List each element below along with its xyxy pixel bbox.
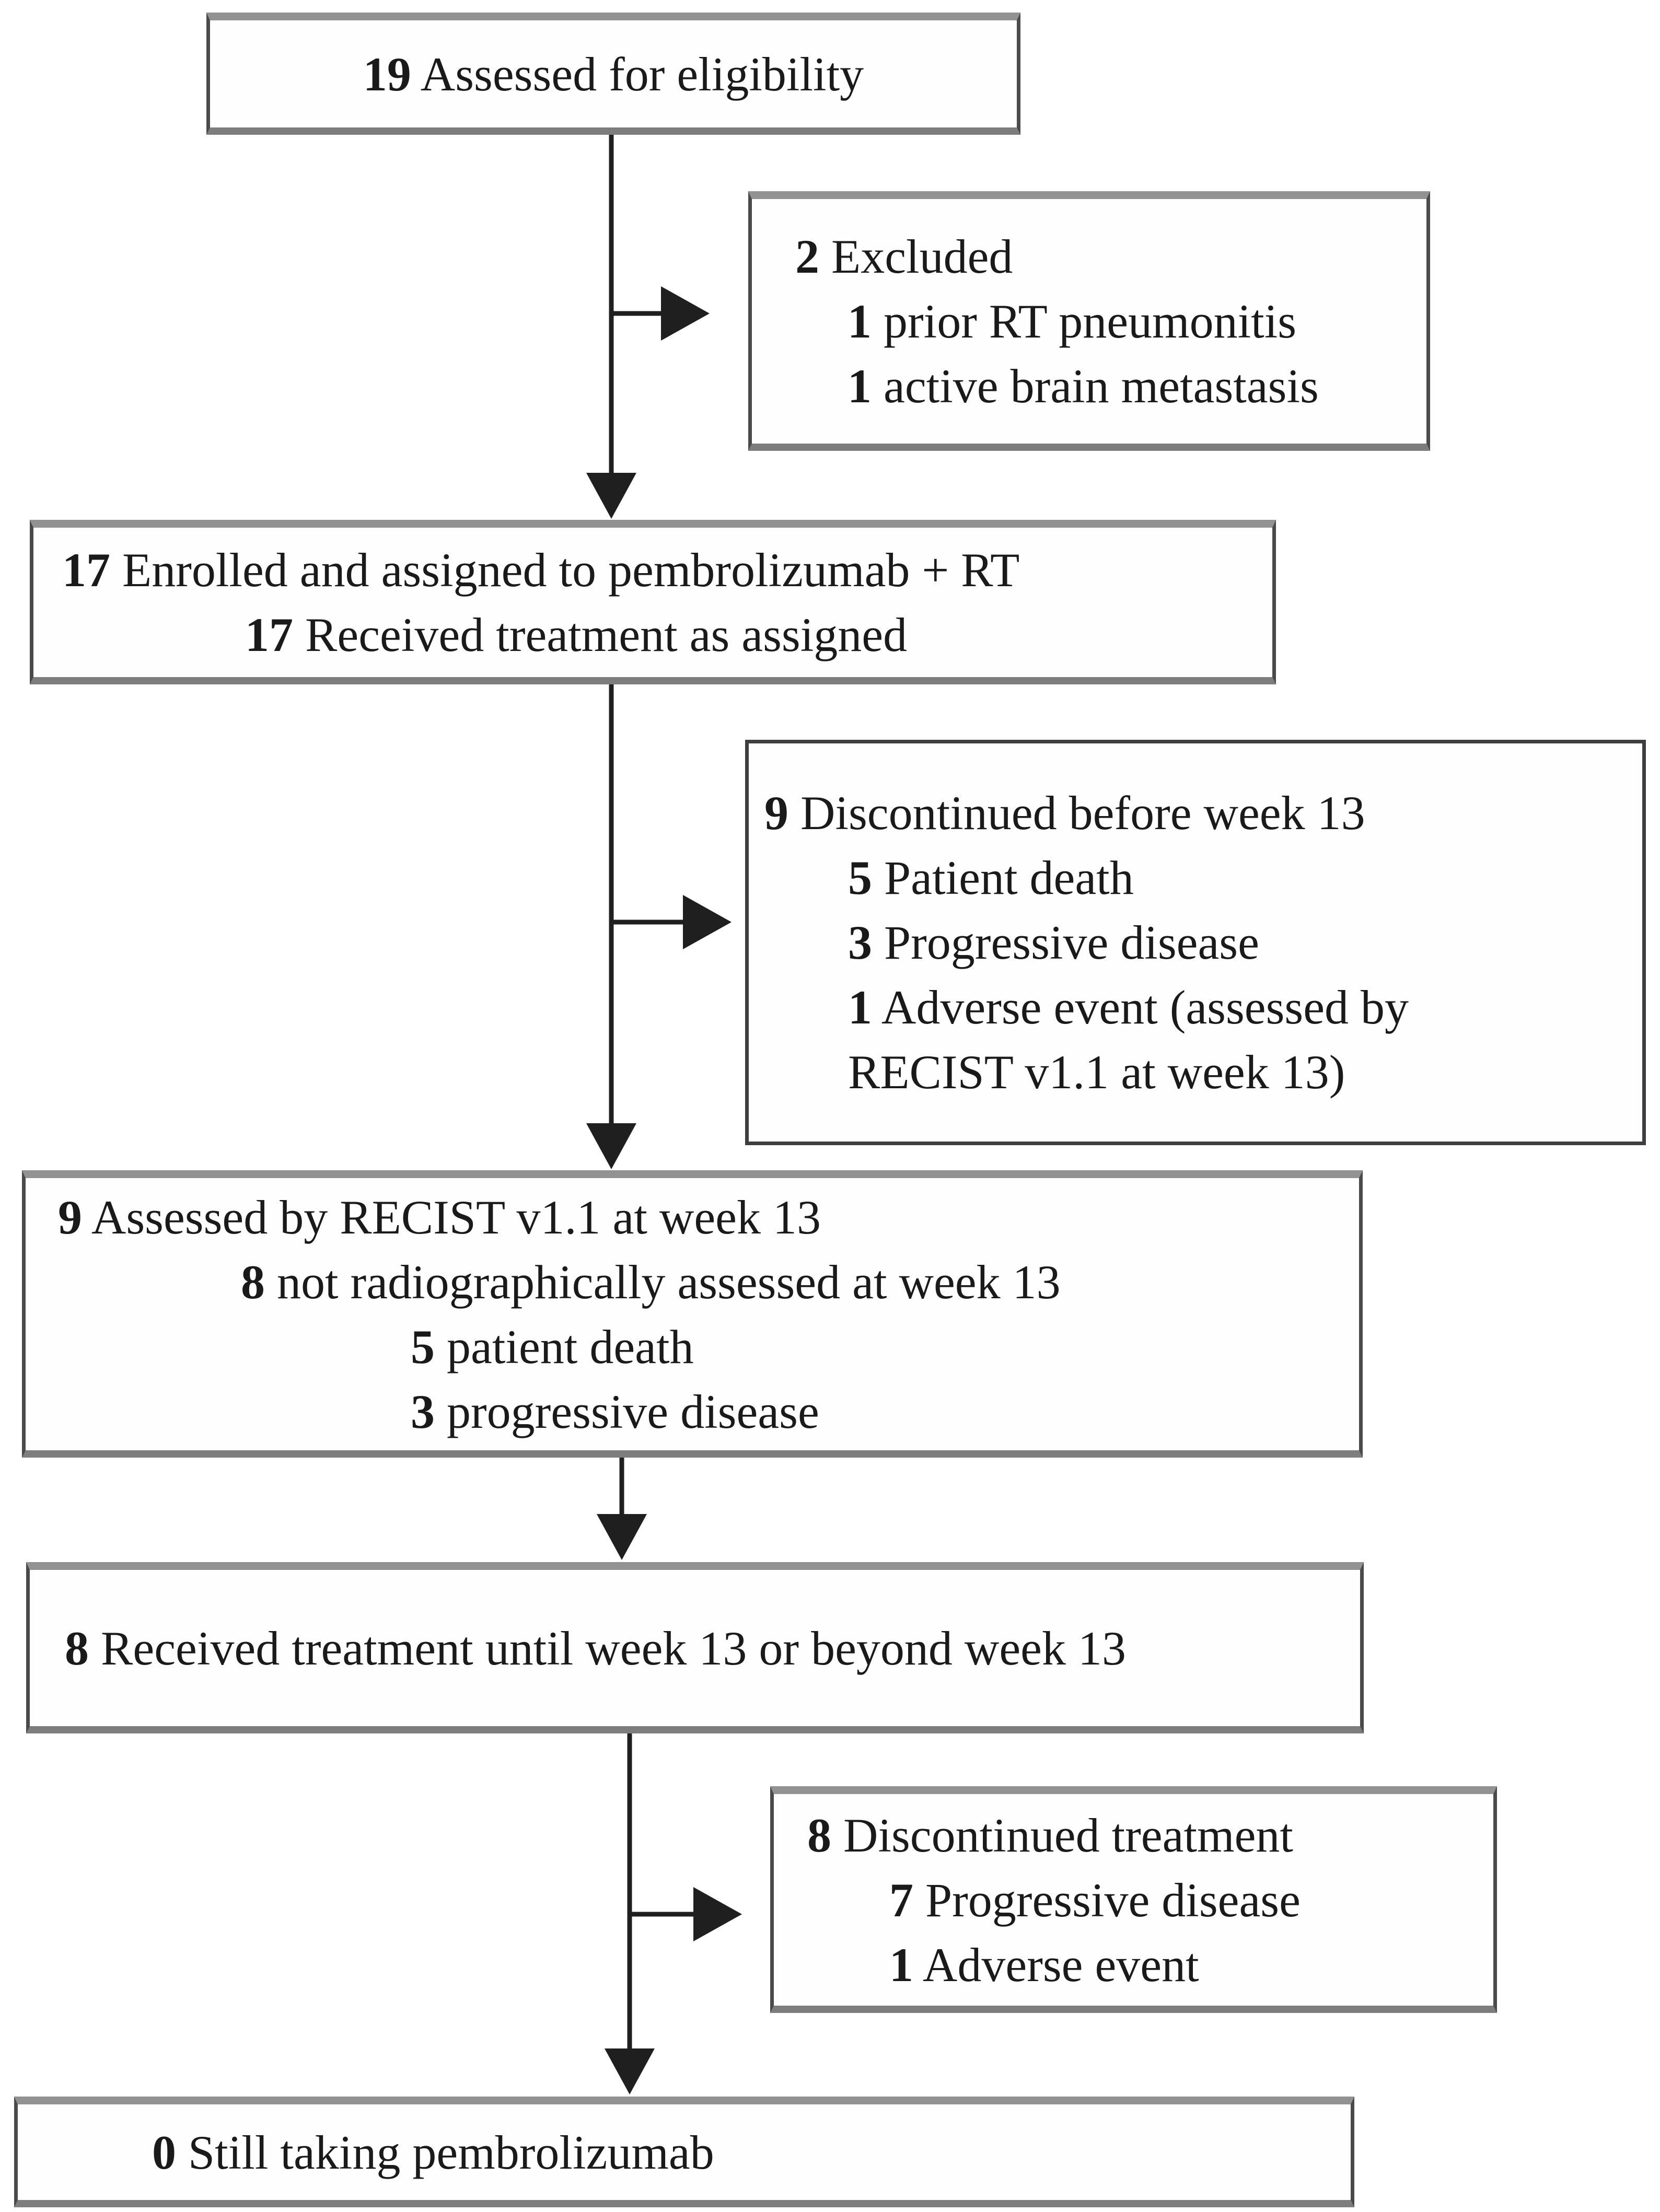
line-text: Excluded [819,230,1013,283]
arrowhead-right-to-excluded [661,286,710,341]
line-text: Progressive disease [872,916,1259,969]
count-value: 3 [411,1384,435,1438]
arrowhead-down-to-recist [586,1123,636,1169]
box-line: 8 Received treatment until week 13 or be… [30,1616,1360,1681]
arrowhead-down-to-received [597,1514,647,1560]
box-assessed-recist-week13: 9 Assessed by RECIST v1.1 at week 13 8 n… [22,1170,1363,1458]
box-line: 3 progressive disease [26,1379,1359,1444]
count-value: 1 [889,1938,913,1992]
box-enrolled-assigned: 17 Enrolled and assigned to pembrolizuma… [30,520,1276,684]
box-assessed-eligibility: 19 Assessed for eligibility [206,13,1020,135]
box-line: 17 Enrolled and assigned to pembrolizuma… [33,538,1272,602]
count-value: 17 [245,608,293,661]
count-value: 8 [65,1621,89,1675]
count-value: 17 [62,543,110,597]
line-text: RECIST v1.1 at week 13) [848,1045,1345,1099]
count-value: 1 [848,295,872,348]
count-value: 7 [889,1873,913,1927]
box-line: 9 Discontinued before week 13 [749,781,1642,845]
box-still-taking-pembrolizumab: 0 Still taking pembrolizumab [14,2097,1354,2207]
count-value: 1 [848,359,872,413]
line-text: Assessed for eligibility [411,47,864,101]
arrowhead-down-to-still [605,2048,655,2094]
count-value: 8 [241,1255,265,1309]
count-value: 9 [58,1190,82,1244]
count-value: 1 [848,981,872,1034]
line-text: active brain metastasis [872,359,1319,413]
line-text: Adverse event (assessed by [872,981,1409,1034]
box-line: 1 Adverse event [774,1932,1493,1997]
box-line: 2 Excluded [752,224,1426,289]
line-text: Assessed by RECIST v1.1 at week 13 [82,1190,821,1244]
count-value: 9 [764,786,788,840]
box-line: 5 Patient death [749,845,1642,910]
count-value: 5 [411,1320,435,1373]
line-text: prior RT pneumonitis [872,295,1297,348]
count-value: 8 [807,1808,831,1862]
box-line: 8 Discontinued treatment [774,1803,1493,1868]
line-text: Adverse event [913,1938,1199,1992]
box-line: 19 Assessed for eligibility [210,42,1017,107]
line-text: not radiographically assessed at week 13 [265,1255,1061,1309]
arrowhead-down-to-enrolled [586,473,636,519]
line-text: patient death [435,1320,694,1373]
box-discontinued-treatment: 8 Discontinued treatment 7 Progressive d… [770,1786,1497,2013]
box-line: 1 Adverse event (assessed by [749,975,1642,1040]
line-text: Enrolled and assigned to pembrolizumab +… [110,543,1020,597]
box-line: 17 Received treatment as assigned [33,602,1272,667]
count-value: 19 [363,47,411,101]
count-value: 3 [848,916,872,969]
box-line: 3 Progressive disease [749,910,1642,975]
count-value: 5 [848,851,872,904]
count-value: 2 [795,230,819,283]
line-text: Discontinued treatment [831,1808,1293,1862]
count-value: 0 [152,2125,176,2179]
box-line: 9 Assessed by RECIST v1.1 at week 13 [26,1185,1359,1250]
box-line: 8 not radiographically assessed at week … [26,1250,1359,1314]
arrowhead-right-to-disc13 [683,895,732,949]
line-text: Patient death [872,851,1134,904]
line-text: Received treatment as assigned [293,608,908,661]
line-text: Progressive disease [913,1873,1301,1927]
box-received-until-week13: 8 Received treatment until week 13 or be… [26,1562,1364,1733]
box-excluded: 2 Excluded 1 prior RT pneumonitis 1 acti… [748,191,1430,451]
box-line: 5 patient death [26,1314,1359,1379]
box-line: 1 active brain metastasis [752,354,1426,418]
box-line: 1 prior RT pneumonitis [752,289,1426,354]
box-discontinued-before-week13: 9 Discontinued before week 13 5 Patient … [745,740,1646,1145]
box-line: 7 Progressive disease [774,1868,1493,1932]
line-text: progressive disease [435,1384,819,1438]
box-line-continuation: RECIST v1.1 at week 13) [749,1040,1642,1104]
line-text: Received treatment until week 13 or beyo… [89,1621,1127,1675]
line-text: Discontinued before week 13 [788,786,1365,840]
arrowhead-right-to-disctrt [693,1887,742,1941]
box-line: 0 Still taking pembrolizumab [18,2120,1351,2185]
line-text: Still taking pembrolizumab [176,2125,714,2179]
